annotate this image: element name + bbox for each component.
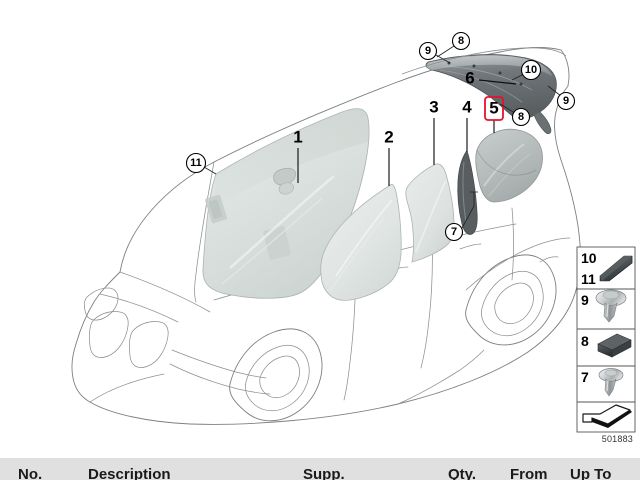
callout-10-circle	[520, 59, 542, 81]
callout-8a-label: 8	[458, 35, 464, 47]
legend-panel: 10 11 9 8	[576, 246, 636, 433]
callout-8a-circle	[451, 31, 471, 51]
callout-9a: 9	[418, 41, 451, 64]
callout-2: 2	[384, 128, 394, 186]
part-6-10-roof-rail-moulding	[401, 47, 567, 135]
callout-7: 7	[444, 191, 478, 242]
table-header-from: From	[510, 466, 548, 480]
callout-9b-label: 9	[563, 95, 569, 107]
legend-label-10: 10	[581, 250, 597, 266]
callout-5-highlighted: 5	[484, 96, 504, 133]
legend-row-7: 7	[581, 368, 624, 397]
legend-label-11: 11	[581, 271, 596, 287]
callout-4-label: 4	[462, 98, 472, 117]
callout-layer: 1 2 3 4 5 6	[185, 31, 576, 242]
callout-3-label: 3	[429, 98, 438, 117]
part-5-quarter-window-glass	[475, 128, 543, 203]
part-4-pillar-trim-strip	[457, 150, 478, 235]
legend-row-10-11: 10 11	[581, 250, 633, 287]
parts-table-header-band: No. Description Supp. Qty. From Up To	[0, 458, 640, 480]
table-header-up-to: Up To	[570, 466, 612, 480]
callout-8b-label: 8	[518, 111, 524, 123]
callout-2-label: 2	[384, 128, 393, 147]
legend-row-9: 9	[581, 289, 627, 323]
part-3-rear-door-window-glass	[405, 163, 455, 263]
legend-label-8: 8	[581, 333, 589, 349]
part-1-windshield-glass	[202, 108, 370, 299]
table-header-supp: Supp.	[303, 466, 345, 480]
table-separator	[0, 455, 640, 456]
table-header-qty: Qty.	[448, 466, 477, 480]
callout-6-label: 6	[465, 69, 474, 88]
dark-strip-clip-icon	[599, 255, 633, 282]
part-2-front-door-window-glass	[320, 184, 402, 301]
callout-1-label: 1	[293, 128, 302, 147]
direction-arrow-icon	[582, 404, 632, 428]
callout-1: 1	[293, 128, 303, 183]
callout-3: 3	[429, 98, 439, 165]
legend-row-arrow	[582, 404, 632, 428]
callout-9a-circle	[418, 41, 438, 61]
mushroom-plug-large-icon	[595, 289, 627, 323]
callout-9a-label: 9	[425, 45, 431, 57]
legend-label-7: 7	[581, 369, 589, 385]
callout-6: 6	[465, 69, 517, 88]
callout-8b: 8	[499, 103, 531, 127]
callout-10-label: 10	[525, 64, 537, 76]
highlight-box-part-5	[484, 96, 504, 121]
vehicle-body-outline	[71, 47, 581, 425]
callout-4: 4	[462, 98, 472, 152]
callout-7-circle	[444, 222, 464, 242]
callout-11: 11	[185, 152, 217, 175]
push-rivet-small-icon	[598, 368, 624, 397]
callout-5-label: 5	[489, 99, 498, 118]
diagram-id-label: 501883	[602, 434, 633, 444]
dark-pad-block-icon	[597, 333, 632, 358]
callout-8b-circle	[511, 107, 531, 127]
callout-8a: 8	[436, 31, 471, 58]
callout-11-label: 11	[190, 157, 202, 169]
callout-10: 10	[511, 59, 542, 81]
table-header-no: No.	[18, 466, 43, 480]
callout-9b-circle	[556, 91, 576, 111]
callout-11-circle	[185, 152, 207, 174]
legend-row-8: 8	[581, 333, 632, 358]
callout-7-label: 7	[451, 226, 457, 238]
legend-label-9: 9	[581, 292, 589, 308]
table-header-description: Description	[88, 466, 171, 480]
callout-9b: 9	[547, 85, 576, 111]
